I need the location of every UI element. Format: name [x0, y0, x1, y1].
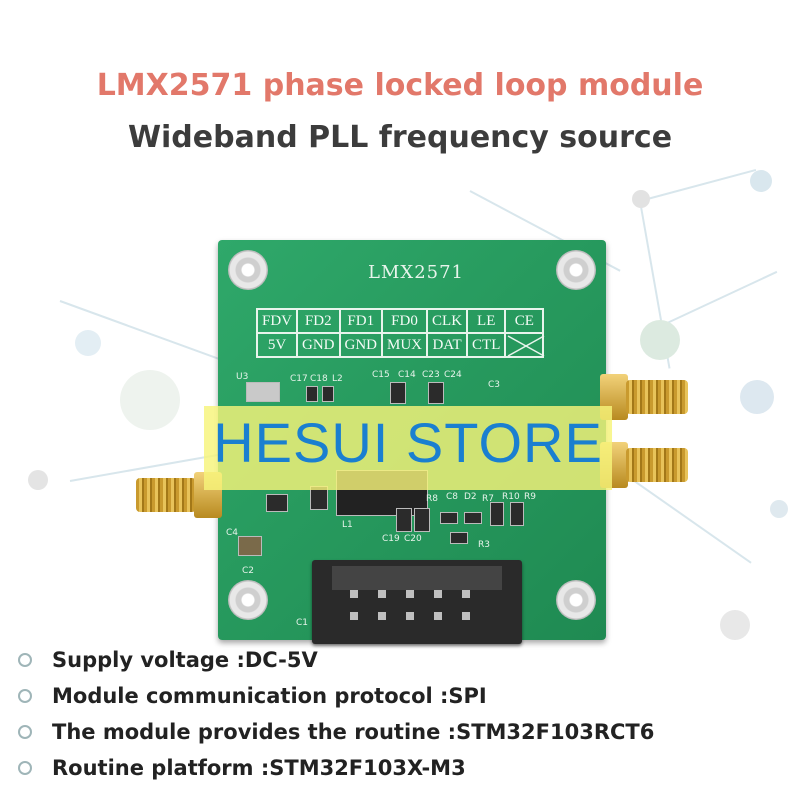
idc-slot	[332, 566, 502, 590]
cross-mark	[508, 335, 545, 357]
watermark-banner	[204, 406, 612, 490]
pin-label: CE	[504, 308, 545, 334]
pin-label: GND	[296, 332, 341, 358]
silk-label: R8	[426, 494, 438, 504]
silk-label: C3	[488, 380, 501, 390]
page-subtitle: Wideband PLL frequency source	[127, 120, 673, 155]
pin-label-table: FDV FD2 FD1 FD0 CLK LE CE 5V GND GND MUX…	[255, 308, 545, 358]
pin-label: GND	[338, 332, 384, 358]
pin-label-crossed	[504, 332, 545, 358]
silk-label: U3	[236, 372, 249, 382]
silk-label: R3	[478, 540, 490, 550]
silk-label: C17	[290, 374, 308, 384]
crystal-component	[246, 382, 280, 402]
pin-label: 5V	[255, 332, 299, 358]
silk-label: C14	[398, 370, 416, 380]
mounting-hole	[228, 250, 268, 290]
resistor-component	[490, 502, 504, 526]
bullet-icon	[18, 725, 32, 739]
capacitor-component	[428, 382, 444, 404]
silk-label: C19	[382, 534, 400, 544]
pin-label: FD1	[338, 308, 384, 334]
silk-label: L2	[332, 374, 343, 384]
silk-label: L1	[342, 520, 353, 530]
bullet-icon	[18, 689, 32, 703]
capacitor-component	[414, 508, 430, 532]
silk-label: C8	[446, 492, 459, 502]
feature-text: Routine platform :STM32F103X-M3	[52, 756, 466, 780]
mounting-hole	[556, 580, 596, 620]
silk-label: R7	[482, 494, 494, 504]
pin-label: FD2	[296, 308, 341, 334]
pin-label: FD0	[381, 308, 429, 334]
pin-label: DAT	[426, 332, 469, 358]
page-title: LMX2571 phase locked loop module	[96, 68, 704, 103]
silk-label: C1	[296, 618, 309, 628]
silk-label: C24	[444, 370, 462, 380]
resistor-component	[464, 512, 482, 524]
pin-label: MUX	[381, 332, 429, 358]
silk-label: R9	[524, 492, 536, 502]
pin-label: CLK	[426, 308, 469, 334]
mounting-hole	[228, 580, 268, 620]
feature-text: Module communication protocol :SPI	[52, 684, 487, 708]
feature-item: Supply voltage :DC-5V	[18, 644, 318, 676]
silk-label: C20	[404, 534, 422, 544]
silk-label: D2	[464, 492, 477, 502]
resistor-component	[450, 532, 468, 544]
silk-label: C23	[422, 370, 440, 380]
board-silkscreen-title: LMX2571	[368, 262, 465, 283]
pin-label: CTL	[466, 332, 507, 358]
feature-item: The module provides the routine :STM32F1…	[18, 716, 654, 748]
silk-label: R10	[502, 492, 520, 502]
bullet-icon	[18, 761, 32, 775]
pin-label: LE	[466, 308, 507, 334]
feature-item: Routine platform :STM32F103X-M3	[18, 752, 466, 784]
resistor-component	[510, 502, 524, 526]
feature-text: The module provides the routine :STM32F1…	[52, 720, 655, 744]
idc-header-connector	[312, 560, 522, 644]
bullet-icon	[18, 653, 32, 667]
feature-item: Module communication protocol :SPI	[18, 680, 487, 712]
tantalum-capacitor	[238, 536, 262, 556]
silk-label: C15	[372, 370, 390, 380]
capacitor-component	[390, 382, 406, 404]
capacitor-component	[306, 386, 318, 402]
mounting-hole	[556, 250, 596, 290]
capacitor-component	[266, 494, 288, 512]
resistor-component	[440, 512, 458, 524]
silk-label: C18	[310, 374, 328, 384]
pin-label: FDV	[255, 308, 299, 334]
silk-label: C2	[242, 566, 255, 576]
silk-label: C4	[226, 528, 239, 538]
watermark-text: HESUI STORE	[213, 411, 603, 474]
feature-text: Supply voltage :DC-5V	[52, 648, 318, 672]
capacitor-component	[322, 386, 334, 402]
capacitor-component	[396, 508, 412, 532]
